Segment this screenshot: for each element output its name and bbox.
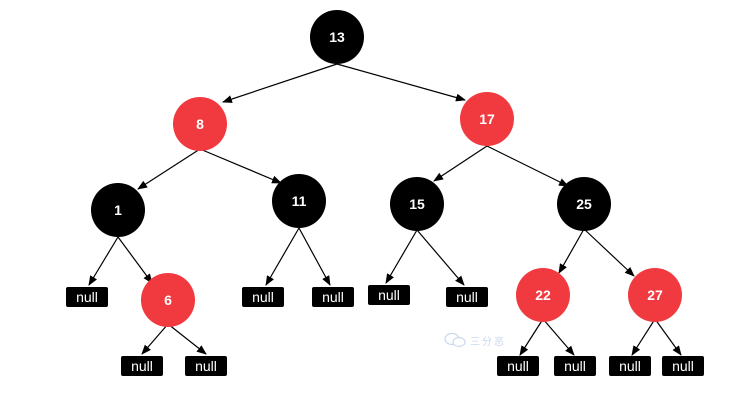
null-leaf: null bbox=[66, 287, 108, 307]
edge-8-11 bbox=[199, 148, 282, 184]
null-leaf: null bbox=[662, 356, 704, 376]
node-27: 27 bbox=[628, 268, 682, 322]
edge-13-8 bbox=[222, 63, 338, 103]
node-11: 11 bbox=[272, 174, 326, 228]
null-leaf: null bbox=[446, 287, 488, 307]
edge-27-nullK bbox=[654, 318, 682, 356]
null-leaf: null bbox=[609, 356, 651, 376]
edge-22-nullI bbox=[542, 318, 575, 356]
null-leaf: null bbox=[242, 287, 284, 307]
edge-13-17 bbox=[336, 63, 466, 102]
edge-15-nullF bbox=[385, 229, 418, 284]
node-17: 17 bbox=[460, 92, 514, 146]
null-leaf: null bbox=[368, 285, 410, 305]
node-25: 25 bbox=[557, 177, 611, 231]
edge-1-6 bbox=[117, 236, 153, 284]
null-leaf: null bbox=[497, 356, 539, 376]
edge-25-22 bbox=[558, 228, 585, 274]
node-15: 15 bbox=[390, 177, 444, 231]
null-leaf: null bbox=[312, 287, 354, 307]
edge-15-nullG bbox=[416, 229, 465, 286]
edge-8-1 bbox=[137, 148, 201, 190]
edge-6-nullB bbox=[141, 323, 169, 355]
watermark: 三分恶 bbox=[444, 332, 506, 348]
node-8: 8 bbox=[173, 97, 227, 151]
node-22: 22 bbox=[516, 268, 570, 322]
null-leaf: null bbox=[554, 356, 596, 376]
edge-22-nullH bbox=[519, 318, 544, 356]
edge-11-nullD bbox=[265, 227, 300, 286]
edge-25-27 bbox=[583, 228, 635, 277]
node-13: 13 bbox=[310, 10, 364, 64]
edge-1-nullA bbox=[88, 236, 119, 286]
edge-17-25 bbox=[486, 145, 569, 187]
wechat-icon bbox=[444, 332, 466, 348]
edge-27-nullJ bbox=[631, 318, 656, 356]
edge-11-nullE bbox=[298, 227, 331, 286]
null-leaf: null bbox=[185, 356, 227, 376]
node-1: 1 bbox=[91, 183, 145, 237]
edge-6-nullC bbox=[167, 323, 207, 355]
watermark-text: 三分恶 bbox=[470, 336, 506, 348]
node-6: 6 bbox=[141, 273, 195, 327]
null-leaf: null bbox=[121, 356, 163, 376]
edge-17-15 bbox=[433, 145, 488, 182]
